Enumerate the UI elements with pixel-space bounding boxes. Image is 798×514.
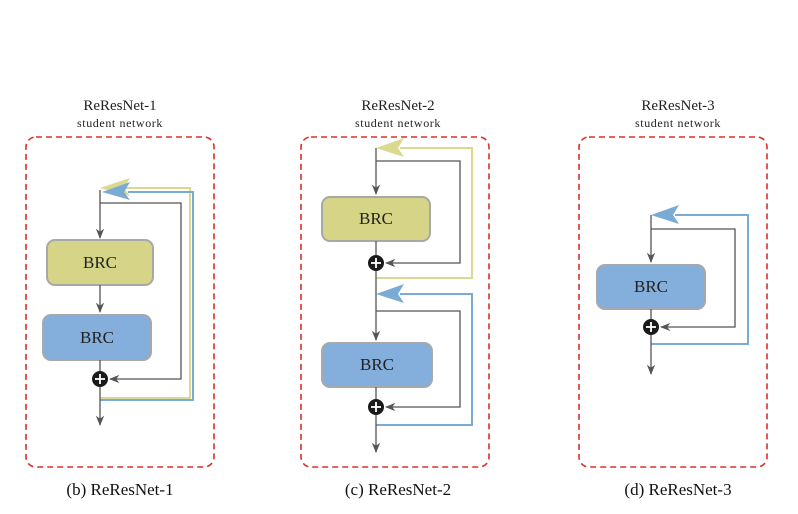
panel-subtitle: student network: [355, 116, 441, 130]
sum-node-icon: [368, 399, 384, 415]
student-network-frame: [300, 136, 490, 468]
panel-caption: (b) ReResNet-1: [66, 480, 173, 499]
brc-label: BRC: [80, 328, 114, 347]
skip-connection-blue: [376, 293, 473, 426]
brc-label: BRC: [359, 209, 393, 228]
panel-subtitle: student network: [635, 116, 721, 130]
panel-reresnet-2: ReResNet-2 student network BRC BRC (c): [300, 98, 490, 499]
skip-connection-blue: [651, 214, 749, 345]
panel-reresnet-1: ReResNet-1 student network BRC BRC (b) R…: [25, 98, 215, 499]
panel-caption: (c) ReResNet-2: [345, 480, 451, 499]
brc-block-blue: [42, 314, 152, 361]
sum-node-icon: [643, 319, 659, 335]
panel-reresnet-3: ReResNet-3 student network BRC (d) ReRes…: [578, 98, 768, 499]
brc-label: BRC: [360, 355, 394, 374]
panel-title: ReResNet-3: [641, 98, 714, 114]
panel-title: ReResNet-2: [361, 98, 434, 114]
identity-shortcut: [651, 228, 736, 332]
sum-node-icon: [368, 255, 384, 271]
sum-node-icon: [92, 371, 108, 387]
skip-arrowhead-blue: [102, 182, 130, 200]
identity-shortcut: [376, 160, 461, 268]
skip-arrowhead-yellow: [376, 138, 404, 157]
skip-arrowhead-blue: [376, 284, 404, 303]
identity-shortcut: [100, 202, 182, 384]
brc-label: BRC: [83, 253, 117, 272]
panel-caption: (d) ReResNet-3: [624, 480, 731, 499]
panel-title: ReResNet-1: [83, 98, 156, 114]
identity-shortcut: [376, 310, 461, 412]
student-network-frame: [578, 136, 768, 468]
skip-connection-yellow: [376, 147, 473, 279]
student-network-frame: [25, 136, 215, 468]
skip-arrowhead-blue: [651, 205, 679, 224]
skip-connection-blue: [100, 191, 194, 401]
brc-block-blue: [321, 342, 433, 388]
brc-label: BRC: [634, 277, 668, 296]
skip-connection-yellow: [100, 187, 191, 399]
panel-subtitle: student network: [77, 116, 163, 130]
